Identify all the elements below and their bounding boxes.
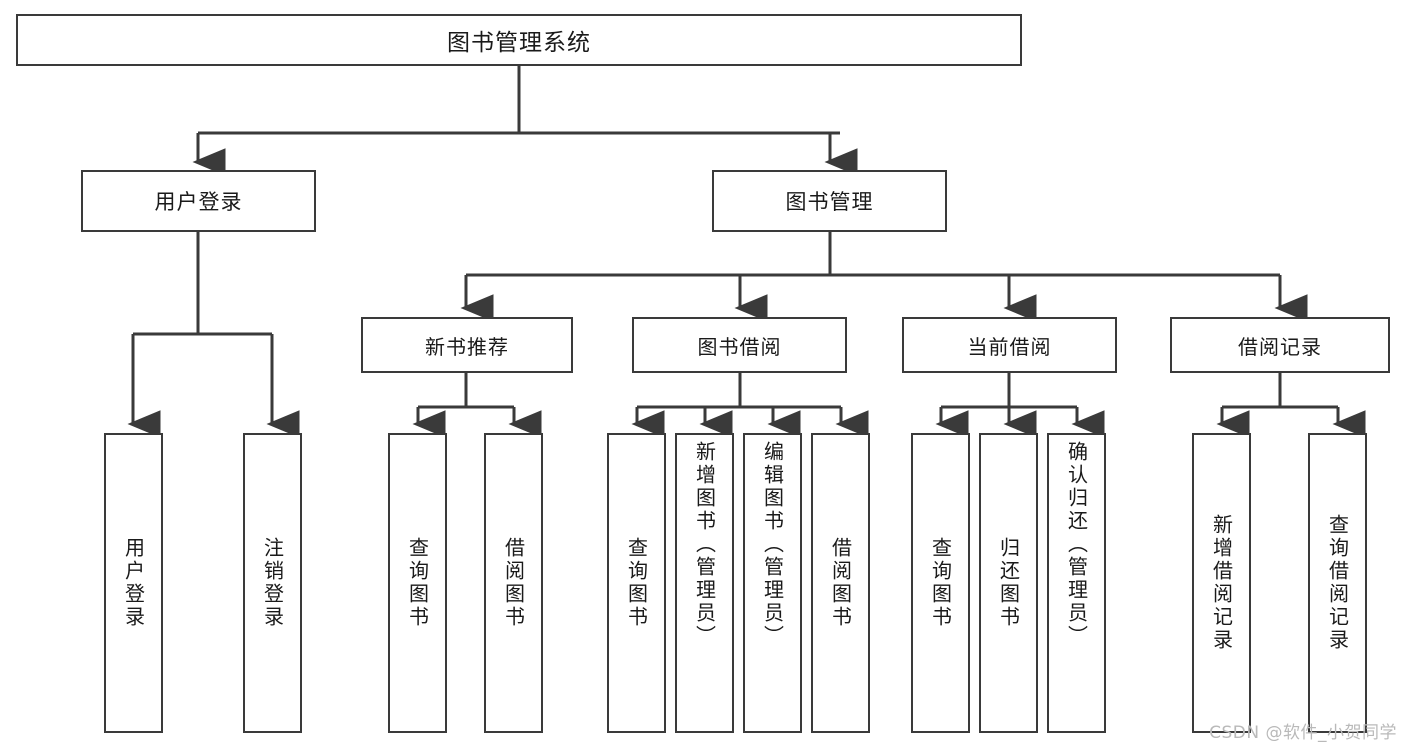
node-label: 新增图书（管理员） bbox=[692, 441, 717, 648]
node-borrow-record[interactable]: 借阅记录 bbox=[1170, 317, 1390, 373]
leaf-current-borrow-query[interactable]: 查询图书 bbox=[911, 433, 970, 733]
leaf-user-login-signout[interactable]: 注销登录 bbox=[243, 433, 302, 733]
node-current-borrow[interactable]: 当前借阅 bbox=[902, 317, 1117, 373]
leaf-user-login-signin[interactable]: 用户登录 bbox=[104, 433, 163, 733]
node-label: 新书推荐 bbox=[425, 334, 509, 359]
node-new-book-recommend[interactable]: 新书推荐 bbox=[361, 317, 573, 373]
node-label: 查询借阅记录 bbox=[1325, 514, 1350, 652]
leaf-borrow-record-add[interactable]: 新增借阅记录 bbox=[1192, 433, 1251, 733]
node-label: 当前借阅 bbox=[967, 334, 1052, 359]
node-root-library-system[interactable]: 图书管理系统 bbox=[16, 14, 1022, 66]
node-label: 查询图书 bbox=[405, 537, 430, 629]
leaf-book-borrow-add-admin[interactable]: 新增图书（管理员） bbox=[675, 433, 734, 733]
node-label: 查询图书 bbox=[928, 537, 953, 629]
node-label: 归还图书 bbox=[996, 537, 1021, 629]
watermark-text: CSDN @软件_小贺同学 bbox=[1209, 723, 1397, 743]
node-label: 确认归还（管理员） bbox=[1064, 441, 1089, 648]
node-label: 用户登录 bbox=[154, 190, 243, 214]
node-label: 借阅图书 bbox=[828, 537, 853, 629]
node-label: 新增借阅记录 bbox=[1209, 514, 1234, 652]
leaf-new-book-borrow[interactable]: 借阅图书 bbox=[484, 433, 543, 733]
node-label: 借阅记录 bbox=[1238, 334, 1322, 359]
node-label: 注销登录 bbox=[260, 537, 285, 629]
node-label: 图书借阅 bbox=[697, 334, 782, 359]
node-label: 借阅图书 bbox=[501, 537, 526, 629]
node-label: 图书管理系统 bbox=[447, 30, 591, 56]
node-label: 查询图书 bbox=[624, 537, 649, 629]
node-label: 编辑图书（管理员） bbox=[760, 441, 785, 648]
node-book-borrow[interactable]: 图书借阅 bbox=[632, 317, 847, 373]
leaf-current-borrow-confirm-admin[interactable]: 确认归还（管理员） bbox=[1047, 433, 1106, 733]
leaf-book-borrow-query[interactable]: 查询图书 bbox=[607, 433, 666, 733]
leaf-book-borrow-edit-admin[interactable]: 编辑图书（管理员） bbox=[743, 433, 802, 733]
leaf-book-borrow-borrow[interactable]: 借阅图书 bbox=[811, 433, 870, 733]
node-label: 图书管理 bbox=[785, 190, 874, 214]
node-book-management[interactable]: 图书管理 bbox=[712, 170, 947, 232]
leaf-current-borrow-return[interactable]: 归还图书 bbox=[979, 433, 1038, 733]
node-user-login[interactable]: 用户登录 bbox=[81, 170, 316, 232]
leaf-new-book-query[interactable]: 查询图书 bbox=[388, 433, 447, 733]
node-label: 用户登录 bbox=[121, 537, 146, 629]
leaf-borrow-record-query[interactable]: 查询借阅记录 bbox=[1308, 433, 1367, 733]
